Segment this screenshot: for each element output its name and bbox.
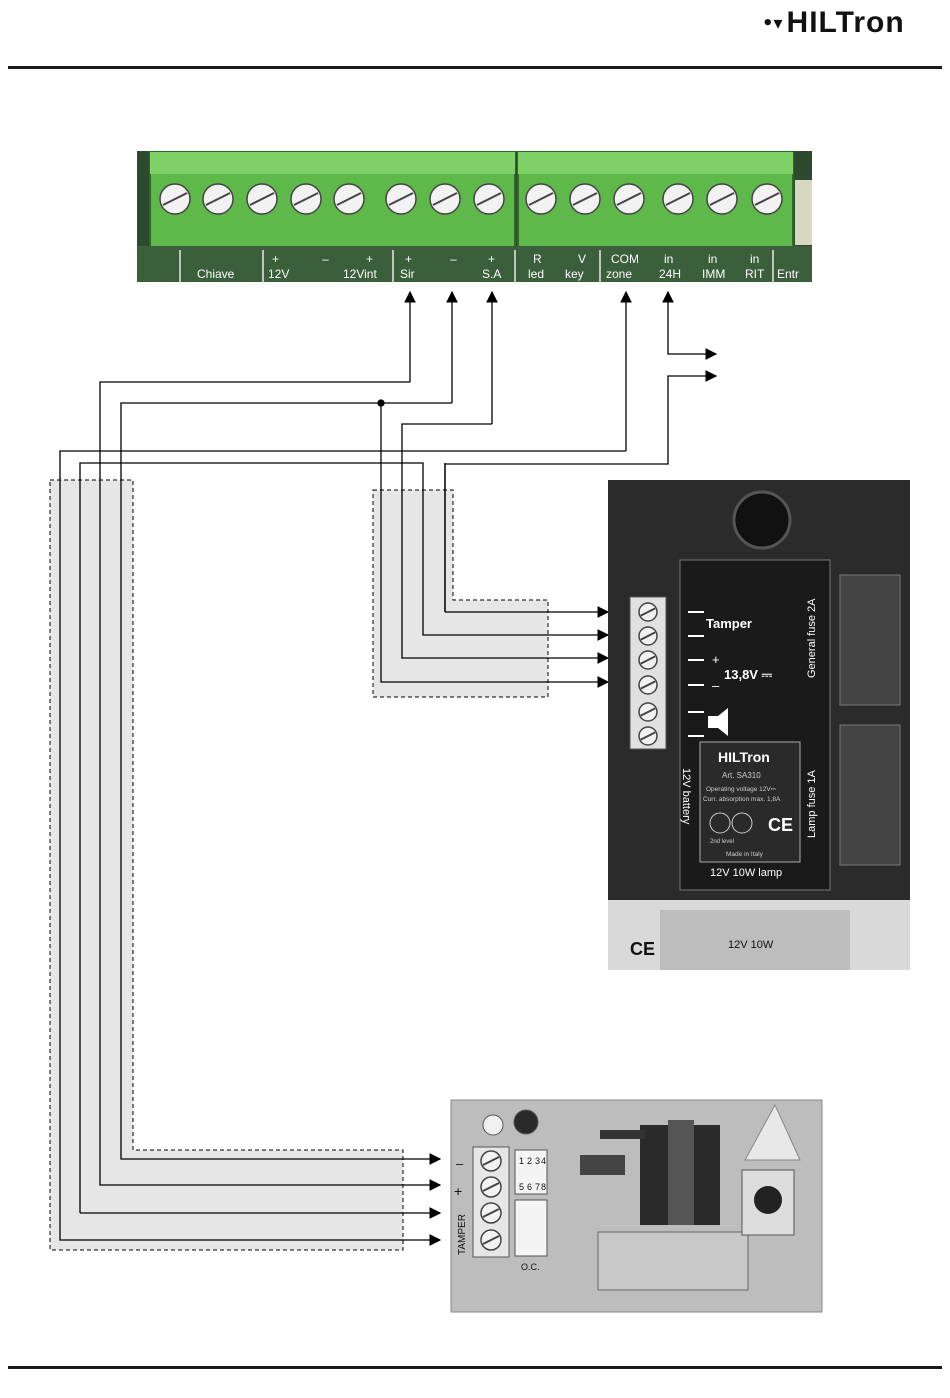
- board-screw-4-slot: [482, 1235, 500, 1245]
- siren-plate-grade: 2nd level: [710, 839, 734, 845]
- siren-minus-label: –: [712, 678, 720, 693]
- panel-screw-5-slot: [336, 192, 362, 206]
- panel-screw-9-slot: [528, 192, 554, 206]
- label-sir: Sir: [400, 267, 415, 281]
- panel-screw-8-slot: [476, 192, 502, 206]
- cable-bundle-left: [49, 479, 404, 1251]
- wire-sa-plus: [401, 423, 610, 664]
- label-led: led: [528, 267, 544, 281]
- dip-1: 1: [519, 1156, 524, 1166]
- panel-screw-2-slot: [205, 192, 231, 206]
- siren-plate-ce: CE: [768, 815, 793, 835]
- panel-screw-12-slot: [665, 192, 691, 206]
- siren-screw-1-slot: [640, 607, 656, 617]
- label-rit: RIT: [745, 267, 765, 281]
- board-tamper-label: TAMPER: [457, 1214, 468, 1255]
- label-12v: 12V: [268, 267, 289, 281]
- label-plus-12v: +: [272, 252, 279, 266]
- header-rule: [8, 66, 942, 69]
- label-v: V: [578, 252, 586, 266]
- panel-screw-6-slot: [388, 192, 414, 206]
- dip-6: 6: [527, 1182, 532, 1192]
- label-minus-sir: –: [450, 252, 457, 266]
- label-in-rit: in: [750, 252, 759, 266]
- label-zone: zone: [606, 267, 632, 281]
- tamper-board: 1 2 3 4 5 6 7 8 O.C. – + TAMPER: [450, 1099, 823, 1313]
- control-panel-terminal-block: Chiave + 12V – + 12Vint + Sir – + S.A R …: [137, 151, 812, 282]
- label-com: COM: [611, 252, 639, 266]
- siren-plate-brand: HILTron: [718, 749, 770, 765]
- siren-plate-art: Art. SA310: [722, 771, 761, 780]
- general-fuse-label: General fuse 2A: [806, 598, 818, 678]
- battery-label: 12V battery: [680, 768, 692, 825]
- siren-plus-label: +: [712, 652, 720, 667]
- label-plus-sir: +: [405, 252, 412, 266]
- label-12vint: 12Vint: [343, 267, 377, 281]
- siren-ce-mark: CE: [630, 939, 655, 959]
- speaker-icon: [708, 708, 728, 736]
- siren-screw-4-slot: [640, 680, 656, 690]
- panel-screw-13-slot: [709, 192, 735, 206]
- board-plus-label: +: [454, 1183, 462, 1199]
- wire-sir-minus: [120, 402, 452, 1165]
- dip-7: 7: [535, 1182, 540, 1192]
- brand-logo: •▾ HILTron: [762, 6, 905, 40]
- dip-4: 4: [541, 1156, 546, 1166]
- label-plus-12vint: +: [366, 252, 373, 266]
- siren-plate-current: Curr. absorption max. 1,8A: [703, 796, 781, 803]
- wire-24h-out: [444, 370, 718, 612]
- board-screw-3-slot: [482, 1208, 500, 1218]
- wire-com-zone: [59, 450, 626, 1246]
- label-entr: Entr: [777, 267, 799, 281]
- dip-3: 3: [535, 1156, 540, 1166]
- panel-screw-10-slot: [572, 192, 598, 206]
- board-screw-2-slot: [482, 1182, 500, 1192]
- wires: [59, 290, 718, 1246]
- dip-8: 8: [541, 1182, 546, 1192]
- panel-screw-3-slot: [249, 192, 275, 206]
- wire-sir-plus: [99, 381, 442, 1191]
- label-in-imm: in: [708, 252, 717, 266]
- label-sa: S.A: [482, 267, 501, 281]
- cable-bundle-siren: [372, 489, 549, 698]
- label-plus-sa: +: [488, 252, 495, 266]
- wire-siren-minus: [380, 403, 610, 688]
- panel-screw-7-slot: [432, 192, 458, 206]
- panel-screw-1-slot: [162, 192, 188, 206]
- dip-2: 2: [527, 1156, 532, 1166]
- label-24h: 24H: [659, 267, 681, 281]
- dip-5: 5: [519, 1182, 524, 1192]
- label-minus: –: [322, 252, 329, 266]
- label-chiave: Chiave: [197, 267, 235, 281]
- siren-screw-2-slot: [640, 631, 656, 641]
- board-minus-label: –: [456, 1156, 464, 1171]
- logo-text: HILTron: [786, 6, 905, 39]
- panel-screw-4-slot: [293, 192, 319, 206]
- wire-tamper-loop: [79, 462, 610, 1213]
- oc-label: O.C.: [521, 1262, 540, 1272]
- logo-mark: •▾: [762, 12, 783, 34]
- siren-lamp-label: 12V 10W: [728, 939, 774, 951]
- label-imm: IMM: [702, 267, 725, 281]
- siren-screw-3-slot: [640, 655, 656, 665]
- board-screw-1-slot: [482, 1156, 500, 1166]
- siren-voltage-label: 13,8V ⎓: [724, 667, 773, 682]
- siren-plate-voltage: Operating voltage 12V⎓: [706, 786, 776, 793]
- lamp-fuse-label: Lamp fuse 1A: [806, 769, 818, 838]
- siren-screw-6-slot: [640, 731, 656, 741]
- siren-plate-madein: Made in Italy: [726, 851, 764, 858]
- siren-plate-lamp: 12V 10W lamp: [710, 867, 782, 879]
- siren-screw-5-slot: [640, 707, 656, 717]
- siren-device: CE 12V 10W Tamper + 13,8V ⎓ – HILTron Ar…: [608, 480, 910, 970]
- panel-screw-14-slot: [754, 192, 780, 206]
- label-in-24h: in: [664, 252, 673, 266]
- footer-rule: [8, 1366, 942, 1369]
- wire-24h-in: [662, 290, 718, 360]
- label-key: key: [565, 267, 584, 281]
- siren-tamper-label: Tamper: [706, 616, 752, 631]
- label-r: R: [533, 252, 542, 266]
- panel-screw-11-slot: [616, 192, 642, 206]
